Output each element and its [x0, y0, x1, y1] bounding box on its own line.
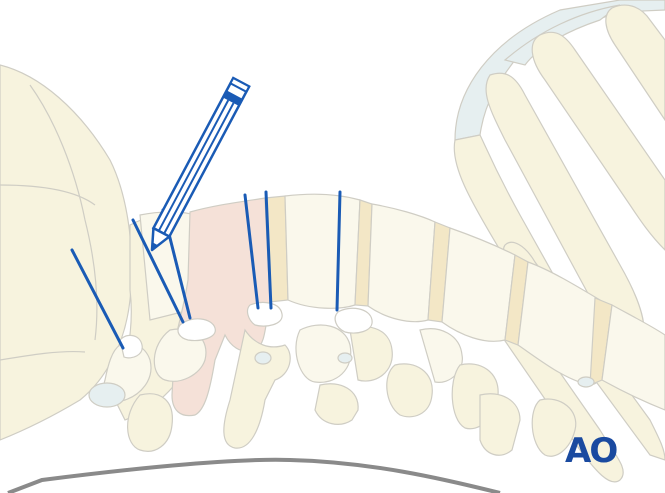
pedicle-entry-points: [119, 301, 373, 359]
marker-pen: [150, 76, 251, 252]
ao-logo: AO: [565, 431, 619, 471]
guide-wire-6: [335, 190, 342, 312]
guide-wire-1: [70, 248, 125, 350]
guide-wire-4: [243, 193, 260, 310]
guide-wire-5: [264, 190, 273, 310]
skin-contour: [7, 457, 501, 493]
guide-wire-2: [131, 218, 185, 324]
ao-logo-text: AO: [565, 431, 617, 471]
